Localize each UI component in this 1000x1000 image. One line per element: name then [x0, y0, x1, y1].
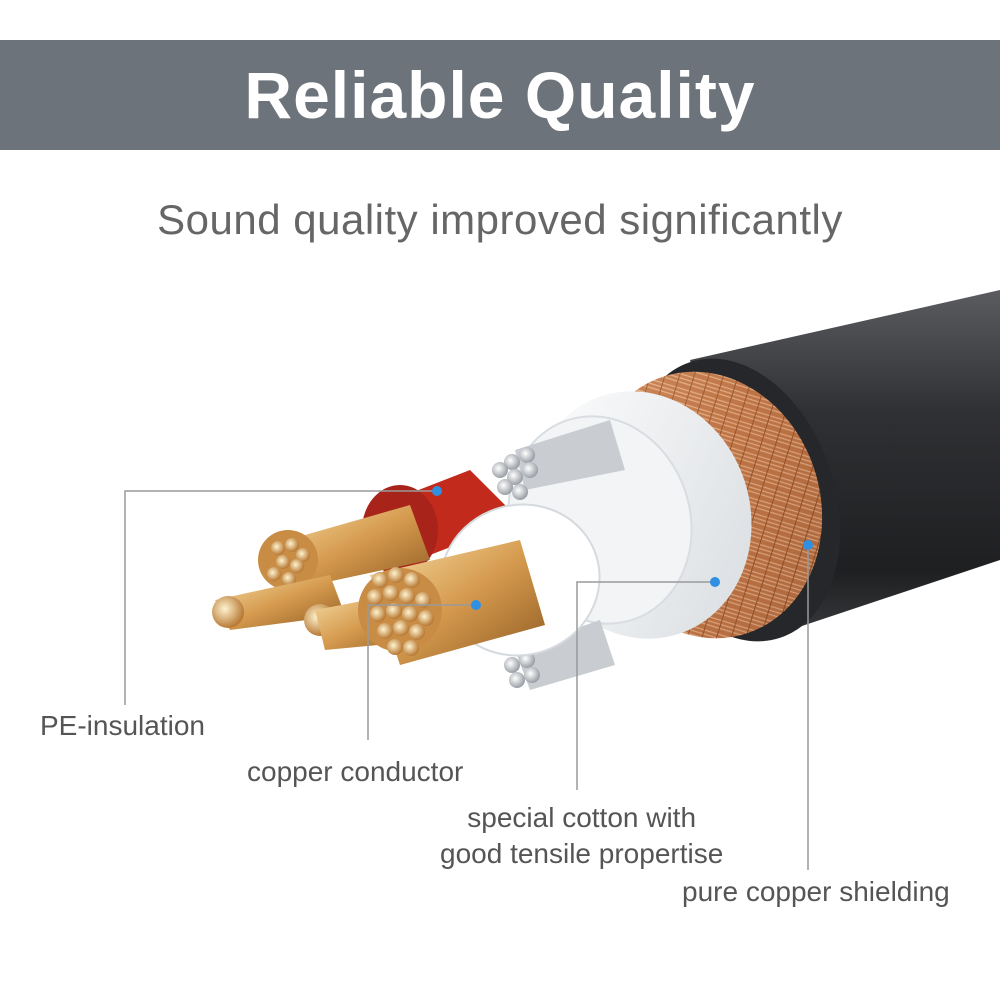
title-banner: Reliable Quality	[0, 40, 1000, 150]
copper-callout-dot	[471, 600, 481, 610]
callout-lines	[124, 490, 809, 870]
cotton-label: special cotton with good tensile propert…	[440, 800, 723, 872]
copper-callout-line	[367, 604, 476, 740]
banner-title: Reliable Quality	[244, 58, 756, 132]
cotton-label-line1: special cotton with	[467, 802, 697, 833]
subtitle: Sound quality improved significantly	[157, 196, 843, 243]
pe-insulation-label: PE-insulation	[40, 710, 205, 741]
cotton-label-line2: good tensile propertise	[440, 838, 724, 869]
silver-strands-top	[492, 420, 625, 500]
shielding-label: pure copper shielding	[682, 876, 950, 907]
copper-conductor-label: copper conductor	[247, 756, 464, 787]
shield-callout-dot	[803, 540, 813, 550]
copper-conductor-front	[358, 540, 545, 665]
pe-callout-dot	[432, 486, 442, 496]
cotton-callout-dot	[710, 577, 720, 587]
pe-callout-line	[124, 490, 437, 705]
copper-conductor-back	[258, 505, 430, 590]
cotton-callout-line	[576, 581, 715, 790]
callout-dots	[432, 486, 813, 610]
